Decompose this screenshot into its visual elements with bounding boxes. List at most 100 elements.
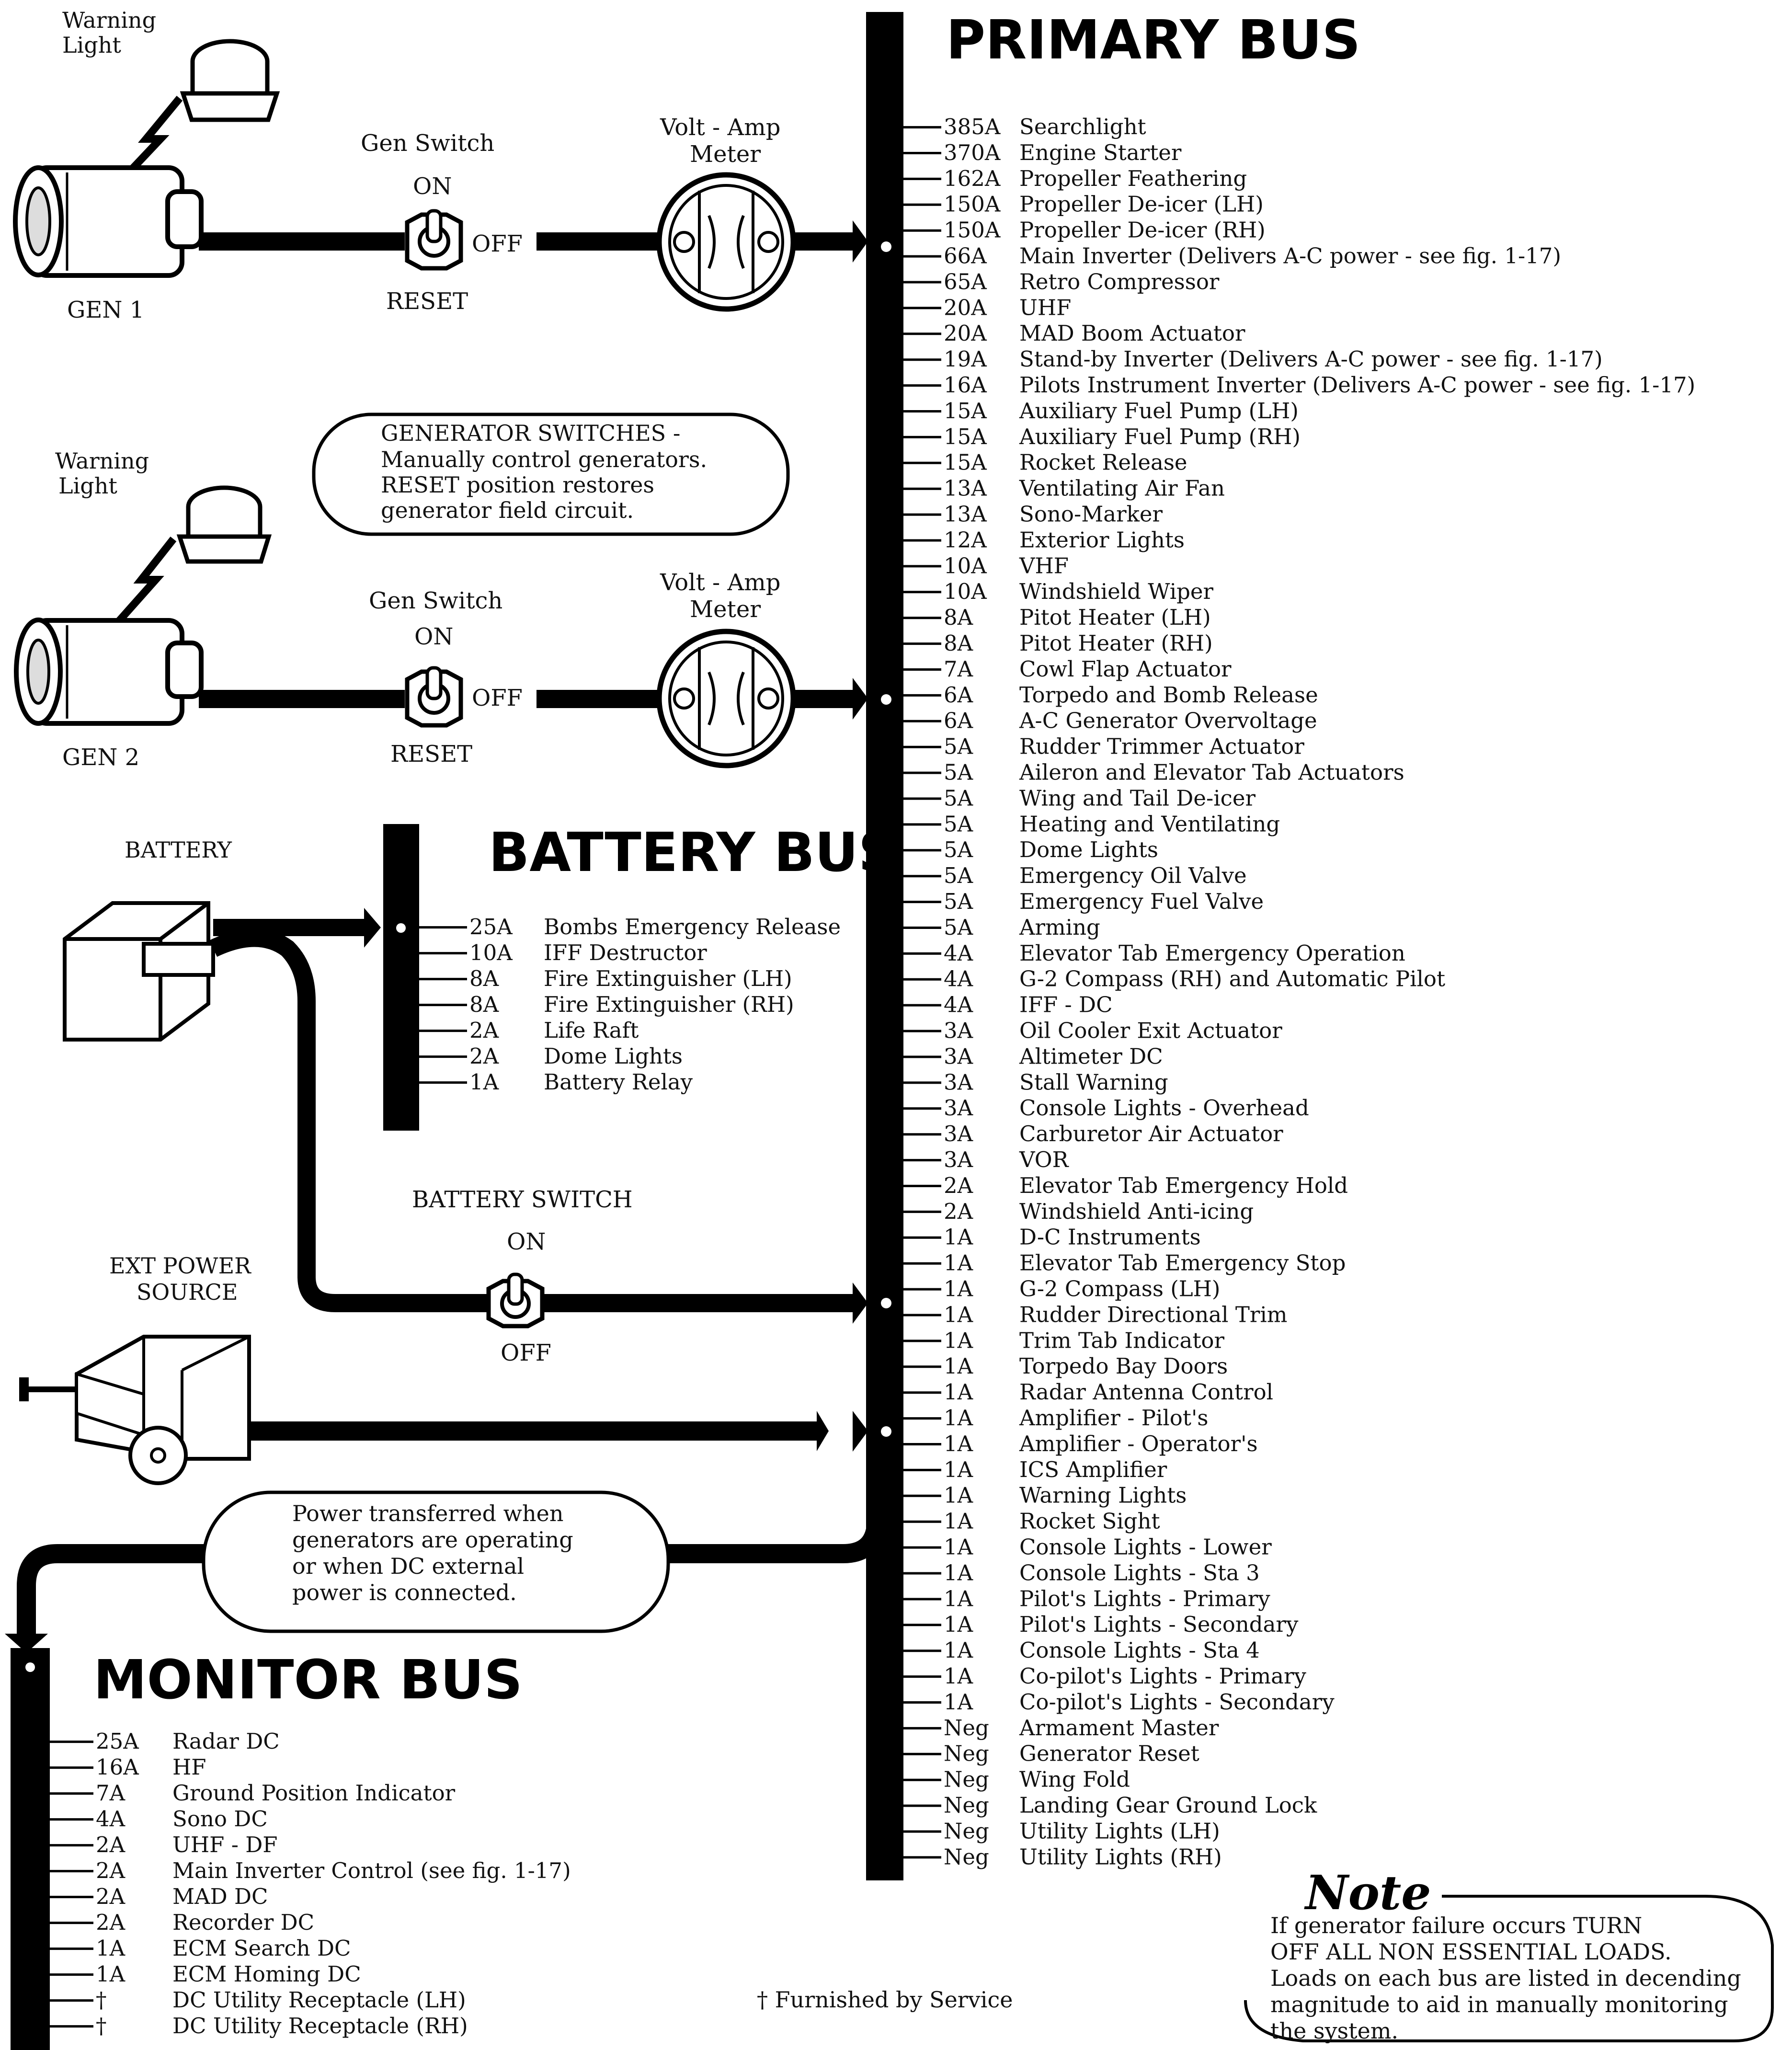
note-box-border bbox=[1244, 1895, 1774, 2042]
primary-bus-load-name: Console Lights - Sta 3 bbox=[1019, 1560, 1260, 1585]
gen1-toggle-switch[interactable] bbox=[405, 209, 463, 271]
gen2-wire-mid bbox=[536, 690, 661, 708]
monitor-bus-load-name: ECM Search DC bbox=[172, 1935, 351, 1961]
primary-bus-load-amperage: 1A bbox=[944, 1483, 973, 1508]
primary-bus-load-amperage: 5A bbox=[944, 889, 973, 914]
primary-bus-load-amperage: 1A bbox=[944, 1638, 973, 1663]
ext-power-label-2: SOURCE bbox=[137, 1279, 238, 1305]
primary-bus-load-name: Landing Gear Ground Lock bbox=[1019, 1793, 1317, 1818]
battery-label: BATTERY bbox=[125, 837, 232, 863]
battery-toggle-switch[interactable] bbox=[486, 1272, 545, 1328]
primary-bus-load-name: Armament Master bbox=[1019, 1715, 1219, 1741]
primary-bus-load-name: Rudder Directional Trim bbox=[1019, 1302, 1287, 1327]
primary-bus-load-amperage: 3A bbox=[944, 1043, 973, 1069]
gen2-switch-title: Gen Switch bbox=[369, 587, 502, 614]
primary-bus-load-name: Ventilating Air Fan bbox=[1019, 476, 1225, 501]
primary-bus-load-amperage: 1A bbox=[944, 1250, 973, 1276]
primary-bus-load-name: Pilot's Lights - Secondary bbox=[1019, 1612, 1299, 1637]
primary-bus-load-amperage: 5A bbox=[944, 915, 973, 940]
generator-switches-note-line-2: Manually control generators. bbox=[381, 447, 707, 472]
gen1-label: GEN 1 bbox=[67, 297, 144, 323]
monitor-bus-load-name: DC Utility Receptacle (RH) bbox=[172, 2013, 468, 2039]
primary-bus-load-amperage: 66A bbox=[944, 243, 987, 269]
primary-bus-load-name: Arming bbox=[1019, 915, 1100, 940]
primary-bus-load-amperage: 15A bbox=[944, 450, 987, 475]
primary-bus-load-amperage: 4A bbox=[944, 992, 973, 1018]
primary-bus-load-amperage: 5A bbox=[944, 811, 973, 836]
primary-bus-load-name: Amplifier - Pilot's bbox=[1019, 1405, 1208, 1431]
gen1-wire-mid bbox=[536, 232, 661, 251]
monitor-bus-load-amperage: 2A bbox=[96, 1832, 126, 1857]
monitor-bus-load-name: Ground Position Indicator bbox=[172, 1780, 456, 1806]
primary-bus-load-name: Generator Reset bbox=[1019, 1741, 1199, 1766]
transfer-wire-left bbox=[17, 1544, 247, 1636]
monitor-bus-load-amperage: 1A bbox=[96, 1935, 126, 1961]
furnished-by-service-footnote: † Furnished by Service bbox=[757, 1987, 1013, 2013]
primary-bus-load-name: Wing and Tail De-icer bbox=[1019, 785, 1256, 811]
primary-bus-load-amperage: 1A bbox=[944, 1276, 973, 1302]
primary-bus-load-amperage: 3A bbox=[944, 1147, 973, 1172]
generator-switches-note-box bbox=[312, 412, 790, 536]
primary-bus-load-name: Pitot Heater (RH) bbox=[1019, 630, 1213, 656]
monitor-bus-load-name: HF bbox=[172, 1754, 206, 1780]
primary-bus-load-name: Pitot Heater (LH) bbox=[1019, 605, 1211, 630]
power-transfer-note-line-3: or when DC external bbox=[292, 1553, 524, 1579]
monitor-bus-load-name: Sono DC bbox=[172, 1806, 268, 1832]
primary-bus-load-amperage: 8A bbox=[944, 605, 973, 630]
primary-bus-load-amperage: 5A bbox=[944, 785, 973, 811]
bus-terminal bbox=[881, 694, 891, 705]
gen1-wire-right bbox=[791, 232, 854, 251]
primary-bus-load-amperage: Neg bbox=[944, 1715, 989, 1741]
note-line-2: OFF ALL NON ESSENTIAL LOADS. bbox=[1270, 1939, 1672, 1965]
gen2-warning-light-icon bbox=[176, 485, 272, 564]
gen2-toggle-switch[interactable] bbox=[405, 666, 463, 728]
primary-bus-load-name: Co-pilot's Lights - Primary bbox=[1019, 1663, 1307, 1689]
power-transfer-note-box bbox=[202, 1490, 670, 1633]
monitor-bus-load-amperage: † bbox=[96, 2013, 107, 2039]
transfer-wire-right bbox=[651, 1485, 886, 1563]
primary-bus-load-name: Auxiliary Fuel Pump (LH) bbox=[1019, 398, 1299, 424]
primary-bus-load-amperage: 2A bbox=[944, 1173, 973, 1198]
primary-bus-load-amperage: 1A bbox=[944, 1586, 973, 1611]
battery-bus-arrow-icon bbox=[364, 908, 381, 948]
primary-bus-load-name: IFF - DC bbox=[1019, 992, 1113, 1018]
gen2-switch-reset: RESET bbox=[390, 741, 472, 767]
power-transfer-note-line-1: Power transferred when bbox=[292, 1500, 564, 1526]
primary-bus-load-name: Carburetor Air Actuator bbox=[1019, 1121, 1283, 1146]
primary-bus-load-name: Retro Compressor bbox=[1019, 269, 1220, 294]
note-title: Note bbox=[1304, 1866, 1431, 1921]
primary-bus-load-amperage: 16A bbox=[944, 372, 987, 398]
primary-bus-load-amperage: 370A bbox=[944, 140, 1001, 165]
gen1-meter-label-2: Meter bbox=[690, 141, 761, 168]
primary-bus-load-name: Amplifier - Operator's bbox=[1019, 1431, 1258, 1456]
primary-bus-load-amperage: 1A bbox=[944, 1328, 973, 1353]
primary-bus-load-amperage: Neg bbox=[944, 1793, 989, 1818]
note-line-1: If generator failure occurs TURN bbox=[1270, 1913, 1642, 1938]
gen1-switch-on: ON bbox=[413, 173, 452, 200]
primary-bus-load-name: Rocket Sight bbox=[1019, 1509, 1160, 1534]
primary-bus-load-name: Pilots Instrument Inverter (Delivers A-C… bbox=[1019, 372, 1695, 398]
primary-bus-bar bbox=[866, 12, 903, 1880]
bus-terminal bbox=[396, 923, 406, 933]
monitor-bus-load-name: DC Utility Receptacle (LH) bbox=[172, 1987, 466, 2013]
monitor-bus-load-amperage: † bbox=[96, 1987, 107, 2013]
transfer-arrow-icon bbox=[5, 1634, 48, 1653]
primary-bus-load-name: Trim Tab Indicator bbox=[1019, 1328, 1225, 1353]
ext-power-label: EXT POWER bbox=[109, 1253, 251, 1279]
primary-bus-load-amperage: Neg bbox=[944, 1741, 989, 1766]
gen2-switch-on: ON bbox=[414, 623, 453, 650]
monitor-bus-load-name: Main Inverter Control (see fig. 1-17) bbox=[172, 1858, 571, 1883]
primary-bus-load-name: Windshield Anti-icing bbox=[1019, 1199, 1254, 1224]
primary-bus-load-amperage: 2A bbox=[944, 1199, 973, 1224]
monitor-bus-load-amperage: 2A bbox=[96, 1910, 126, 1935]
monitor-bus-load-amperage: 2A bbox=[96, 1858, 126, 1883]
primary-bus-load-name: Sono-Marker bbox=[1019, 502, 1163, 527]
ext-power-truck-icon bbox=[19, 1335, 251, 1485]
primary-bus-load-amperage: 13A bbox=[944, 476, 987, 501]
generator-switches-note-line-4: generator field circuit. bbox=[381, 497, 634, 523]
battery-icon bbox=[63, 901, 215, 1042]
battery-bus-load-name: IFF Destructor bbox=[544, 940, 707, 965]
primary-bus-load-name: Utility Lights (RH) bbox=[1019, 1844, 1222, 1869]
